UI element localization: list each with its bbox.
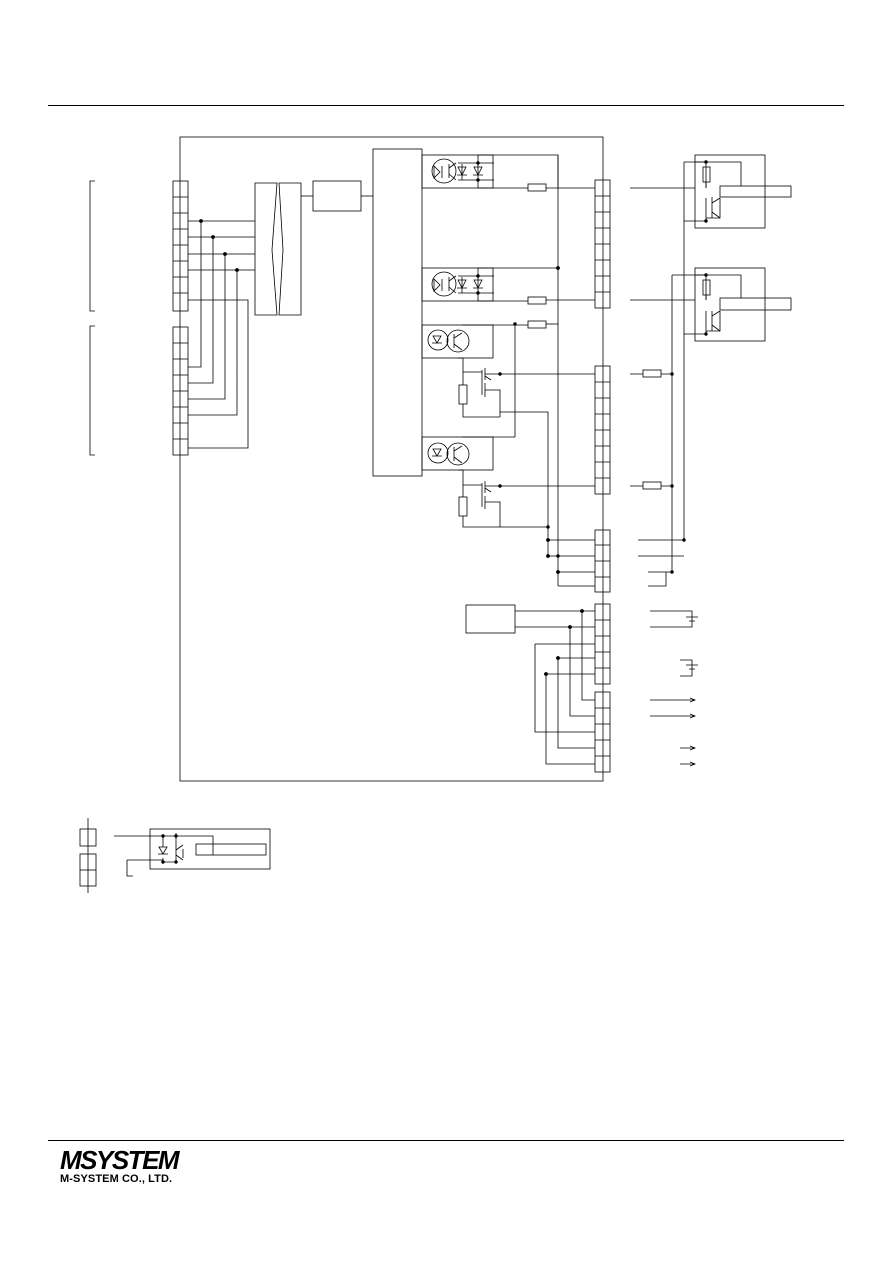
bracket-lower [89,325,95,456]
legend-block [79,818,271,893]
output-channel-1 [421,154,595,192]
terminal-block-right-1 [594,179,611,309]
input-channel-1 [421,320,595,540]
terminal-block-lower-left [172,326,189,456]
terminal-block-right-2 [594,365,611,495]
external-relay-2 [630,267,792,342]
terminal-block-right-5 [594,691,611,773]
ground-icon [680,659,698,677]
bracket-upper [89,180,95,312]
unit-enclosure [179,136,604,782]
header-rule [48,105,844,106]
logic-block [372,148,423,477]
power-supply-block [465,604,516,634]
isolator-barrier [254,182,302,316]
ground-icon [650,610,698,628]
output-channel-2 [421,267,595,305]
external-relay-1 [630,154,792,229]
company-name: M-SYSTEM CO., LTD. [60,1173,173,1185]
converter-block [312,180,362,212]
svg-text:MSYSTEM: MSYSTEM [60,1146,181,1174]
terminal-block-upper-left [172,180,189,312]
terminal-block-right-3 [594,529,611,593]
arrow-icon [650,697,697,767]
terminal-block-right-4 [594,603,611,685]
input-channel-2 [421,436,595,529]
footer-rule [48,1140,844,1141]
msystem-logo: MSYSTEM [60,1146,182,1174]
